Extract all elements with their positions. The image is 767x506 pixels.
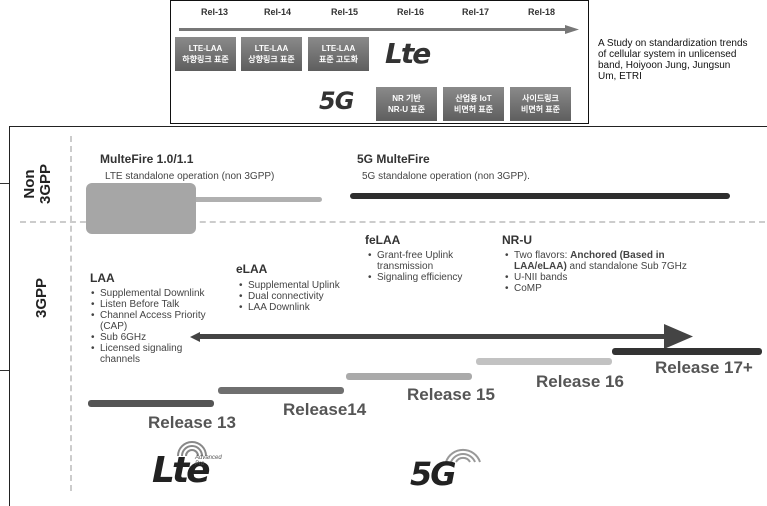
list-item: Listen Before Talk	[91, 299, 212, 310]
list-item: Supplemental Downlink	[91, 288, 212, 299]
release-label: Release 13	[148, 413, 236, 432]
rel-label: Rel-17	[462, 7, 490, 17]
list-item: LAA Downlink	[239, 302, 368, 313]
felaa-title: feLAA	[365, 233, 401, 247]
list-item: Supplemental Uplink	[239, 280, 368, 291]
column-divider	[70, 136, 72, 491]
multefire5g-bar	[350, 193, 730, 199]
5g-logo: 5G	[319, 87, 354, 115]
5g-logo: 5G	[410, 455, 457, 493]
release-label: Release 16	[536, 372, 624, 391]
release15-bar	[346, 373, 472, 380]
release17-bar	[612, 348, 762, 355]
release13-bar	[88, 400, 214, 407]
multefire1-bar	[98, 197, 322, 202]
release-label: Release 15	[407, 385, 495, 404]
list-item: Dual connectivity	[239, 291, 368, 302]
roadmap-inset: Rel-13 Rel-14 Rel-15 Rel-16 Rel-17 Rel-1…	[170, 0, 589, 124]
timeline-arrow	[179, 25, 579, 34]
row-divider	[20, 221, 765, 223]
release14-bar	[218, 387, 344, 394]
nru-title: NR-U	[502, 233, 532, 247]
release-label: Release14	[283, 400, 367, 419]
elaa-title: eLAA	[236, 262, 268, 276]
row-label-non3gpp: Non 3GPP	[21, 163, 54, 205]
row-label-3gpp: 3GPP	[33, 277, 50, 319]
rel-label: Rel-14	[264, 7, 292, 17]
laa-highlight-box	[86, 183, 196, 234]
laa-feature-list: Supplemental Downlink Listen Before Talk…	[88, 288, 212, 365]
release-row: Rel-13 Rel-14 Rel-15 Rel-16 Rel-17 Rel-1…	[171, 7, 588, 23]
margin-tick	[0, 183, 9, 184]
lte-advanced-pro-logo: Lte	[152, 450, 211, 491]
multefire5g-desc: 5G standalone operation (non 3GPP).	[362, 171, 530, 182]
list-item: Sub 6GHz	[91, 332, 212, 343]
rel-label: Rel-13	[201, 7, 229, 17]
list-item: Signaling efficiency	[368, 272, 497, 283]
lte-signal-icon	[177, 441, 207, 457]
citation-text: A Study on standardization trends of cel…	[598, 38, 748, 82]
multefire5g-title: 5G MulteFire	[357, 152, 430, 166]
list-item: Licensed signaling channels	[91, 343, 212, 365]
list-item: Grant-free Uplink transmission	[368, 250, 497, 272]
5g-signal-icon	[445, 448, 481, 463]
3gpp-timeline-arrow	[190, 324, 693, 349]
rel-label: Rel-15	[331, 7, 359, 17]
nru-feature-list: Two flavors: Anchored (Based in LAA/eLAA…	[502, 250, 719, 294]
list-item: CoMP	[505, 283, 719, 294]
multefire1-title: MulteFire 1.0/1.1	[100, 152, 194, 166]
elaa-feature-list: Supplemental Uplink Dual connectivity LA…	[236, 280, 368, 313]
laa-title: LAA	[90, 271, 115, 285]
list-item: Two flavors: Anchored (Based in LAA/eLAA…	[505, 250, 719, 272]
margin-tick	[0, 370, 9, 371]
spectrum-roadmap	[9, 126, 767, 506]
lte-logo-subtitle: Advanced Pro	[195, 455, 222, 467]
release-label: Release 17+	[655, 358, 753, 377]
multefire1-desc: LTE standalone operation (non 3GPP)	[105, 171, 275, 182]
list-item: Channel Access Priority (CAP)	[91, 310, 212, 332]
release16-bar	[476, 358, 612, 365]
rel-label: Rel-18	[528, 7, 556, 17]
felaa-feature-list: Grant-free Uplink transmission Signaling…	[365, 250, 497, 283]
list-item: U-NII bands	[505, 272, 719, 283]
rel-label: Rel-16	[397, 7, 425, 17]
lte-logo: Lte	[385, 37, 431, 70]
